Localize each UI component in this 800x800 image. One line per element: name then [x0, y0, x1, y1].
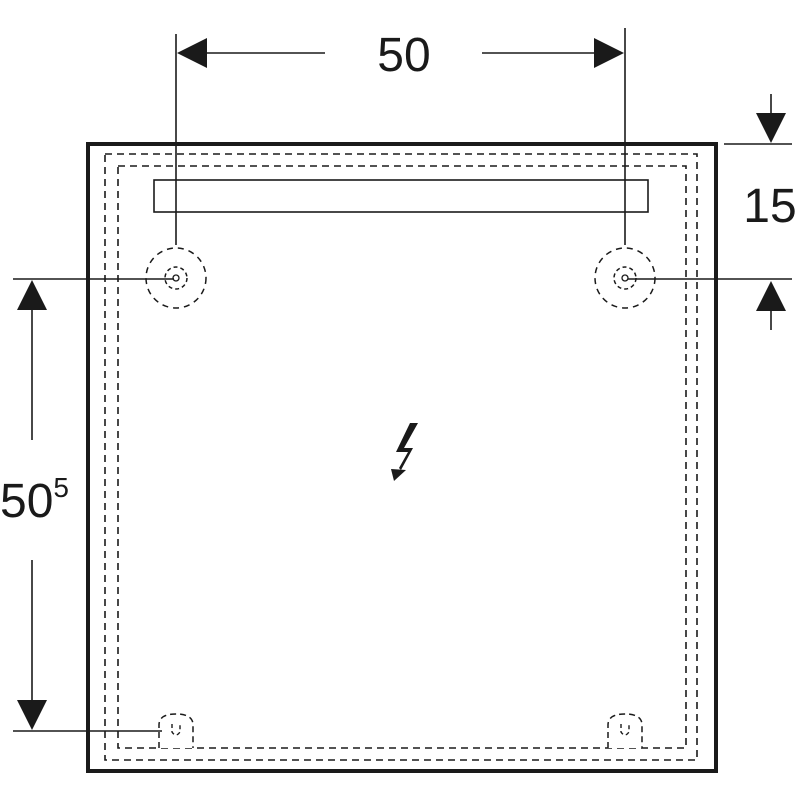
power-symbol-icon: [391, 423, 418, 481]
cabinet-outline: [86, 142, 718, 773]
keyhole-mount-right: [594, 247, 656, 309]
dimension-horizontal-label: 50: [377, 29, 430, 82]
dimension-vertical-label: 505: [0, 472, 69, 528]
keyhole-mount-left: [145, 247, 207, 309]
inner-dashed-outline-outer: [104, 153, 698, 761]
dimension-top-offset-label: 15: [743, 180, 796, 233]
dimension-vertical: 505: [0, 280, 69, 730]
slot-mount-left: [158, 713, 194, 748]
dimension-top-offset: 15: [743, 94, 797, 330]
dimension-horizontal: 50: [177, 29, 624, 82]
light-strip: [153, 179, 649, 213]
slot-mount-right: [607, 713, 643, 748]
inner-dashed-outline-inner: [117, 165, 687, 749]
